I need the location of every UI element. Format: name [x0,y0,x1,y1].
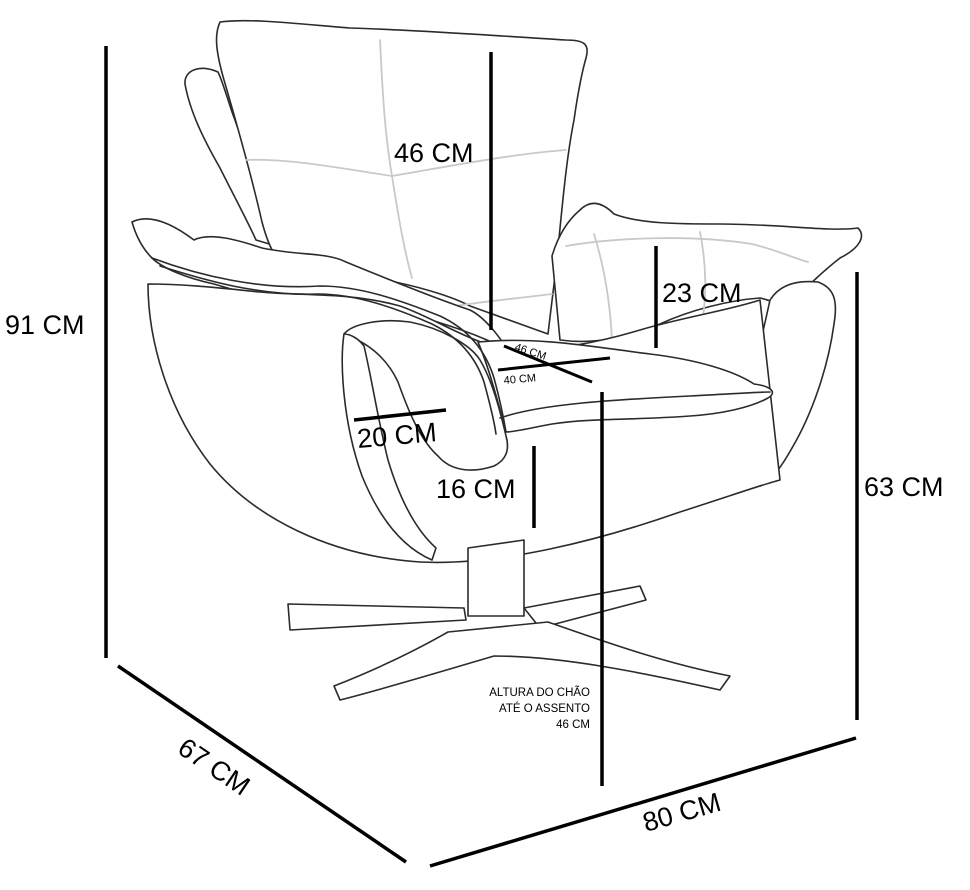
arm-height-label: 23 CM [662,278,742,308]
seat-width-dimension-line [497,356,611,372]
depth-label: 67 CM [173,732,256,801]
dimension-lines [104,46,859,868]
star-base-arm-right [523,585,647,629]
left-arm-front-face [341,333,437,561]
swivel-stem [467,539,525,617]
seat-cushion-height-label: 16 CM [436,474,516,504]
arm-total-height-label: 63 CM [864,472,944,502]
left-arm-inner-panel [343,319,509,471]
width-dimension-line [429,736,857,868]
star-base [287,603,467,631]
seat-height-note-line-2: ATÉ O ASSENTO [499,702,590,715]
seat-height-note-line-3: 46 CM [556,719,590,731]
backrest-seam-horizontal-1 [245,149,567,177]
seat-width-label: 40 CM [503,372,536,387]
seat-height-note-line-1: ALTURA DO CHÃO [489,686,590,699]
left-arm-piping [151,257,507,433]
armchair-illustration [131,19,863,701]
backrest-height-label: 46 CM [394,138,474,168]
right-armrest-seam-2 [593,233,613,341]
star-base-arm-front [333,621,731,701]
left-arm-piping-2 [159,265,497,435]
total-height-label: 91 CM [5,310,85,340]
arm-width-label: 20 CM [356,417,438,454]
seat-cushion-piping [499,391,771,419]
arm-width-dimension-line [353,408,447,422]
backrest-seam-horizontal-2 [454,293,553,307]
backrest-left-wing [184,67,277,247]
width-label: 80 CM [639,787,724,838]
right-armrest-seam-1 [565,237,809,263]
depth-dimension-line [117,664,407,864]
